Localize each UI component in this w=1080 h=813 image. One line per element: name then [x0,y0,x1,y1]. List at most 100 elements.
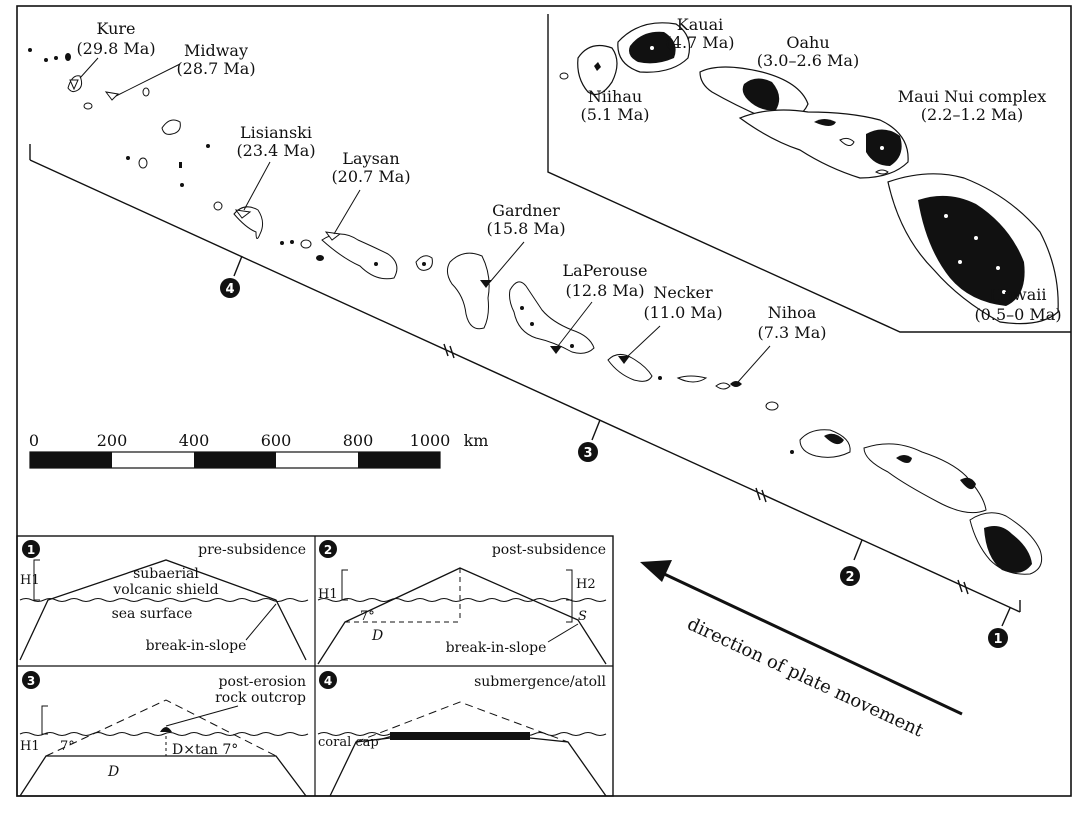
nihoa-age: (7.3 Ma) [758,323,827,342]
h1-bracket [41,705,48,735]
maui-nui-name: Maui Nui complex [898,87,1047,106]
nihoa-name: Nihoa [768,303,817,322]
panel-title: post-subsidence [492,542,606,558]
segment-tick [1001,607,1011,627]
arrow-shaft [659,570,963,716]
leader-line [547,623,579,643]
panel-number: 2 [319,540,337,558]
panel-number: 3 [22,671,40,689]
h1-label: H1 [318,587,338,602]
shield-label-2: volcanic shield [112,582,218,598]
scale-bar: 0 200 400 600 800 1000 km [29,431,488,469]
laysan-triangle [324,231,342,241]
necker-name: Necker [653,283,713,302]
marker-circle [319,540,337,558]
maui-nui-shelf [738,109,909,179]
marker-number: 2 [324,543,332,557]
scale-tick-label: 600 [261,431,292,450]
islet [300,239,312,249]
islet [83,102,93,110]
pearl-hermes-atoll [161,119,181,135]
islet-dot [422,262,426,266]
rock-outcrop [160,727,172,732]
kure-atoll [67,75,83,93]
islet-dot [290,240,294,244]
gardner-name: Gardner [492,201,560,220]
sea-surface-line [19,732,309,736]
panel-number: 4 [319,671,337,689]
segment-tick [853,539,863,561]
panel-title: submergence/atoll [474,674,606,690]
kauai-dot [650,46,654,50]
islet-dot [126,156,130,160]
height-label: H1 [20,573,40,588]
angle-label: 7° [360,609,375,624]
islet-dot [280,241,284,245]
islet [213,201,223,211]
h1-label: H1 [20,739,40,754]
islet-dot [530,322,534,326]
coral-cap [390,732,530,740]
leader-line [165,705,239,727]
marker-circle [220,278,240,298]
islet-dot [570,344,574,348]
laperouse-bank [509,281,595,354]
islet-dot [206,144,210,148]
hawaii-island [918,195,1025,306]
marker-number: 2 [845,570,854,585]
segment-tick [591,419,601,441]
break-mark [443,343,455,359]
islet [415,255,433,271]
laperouse-age: (12.8 Ma) [565,281,644,300]
leader-line [243,161,271,211]
leader-line [627,325,661,357]
kauai-island-main [824,433,844,445]
segment-marker-2: 2 [840,566,860,586]
s-label: S [578,609,587,624]
panel-post-erosion: 3 post-erosion rock outcrop H1 7° D D×ta… [19,671,309,797]
hawaii-dot [1002,290,1006,294]
marker-circle [319,671,337,689]
segment-marker-4: 4 [220,278,240,298]
hawaii-dot [958,260,962,264]
segment-tick [233,255,243,277]
islet-dot [658,376,662,380]
coral-cap-label: coral cap [318,735,379,750]
scale-segment [194,452,276,468]
h2-label: H2 [576,577,596,592]
h1-bracket [341,569,348,601]
segment-marker-3: 3 [578,442,598,462]
panel-title: post-erosion [219,674,306,690]
laysan-name: Laysan [342,149,399,168]
scale-tick-label: 0 [29,431,39,450]
marker-circle [988,628,1008,648]
marker-number: 4 [324,674,332,688]
kure-triangle [69,79,79,91]
marker-circle [578,442,598,462]
necker-age: (11.0 Ma) [643,303,722,322]
oahu-main [896,455,912,463]
leader-line [489,241,525,283]
islet [138,157,148,169]
islet-dot [374,262,378,266]
panel-submergence-atoll: 4 submergence/atoll coral cap [317,671,607,797]
kure-age: (29.8 Ma) [76,39,155,58]
kure-name: Kure [96,19,135,38]
islet [676,375,708,383]
s-bracket [566,599,573,623]
inset-main-islands: Kauai (4.7 Ma) Oahu (3.0–2.6 Ma) Niihau … [547,14,1071,333]
lehua-islet [559,72,569,80]
gardner-age: (15.8 Ma) [486,219,565,238]
maui-dot [880,146,884,150]
midway-name: Midway [184,41,248,60]
break-in-slope-label: break-in-slope [146,638,247,654]
leader-line [79,57,99,79]
hawaii-dot [974,236,978,240]
leader-line [333,189,361,235]
hawaii-age: (0.5–0 Ma) [974,305,1061,324]
angle-label: 7° [60,739,75,754]
islet [715,382,731,390]
kauai-name: Kauai [677,15,723,34]
islet-dot [180,183,184,187]
islet-dot [179,162,182,168]
